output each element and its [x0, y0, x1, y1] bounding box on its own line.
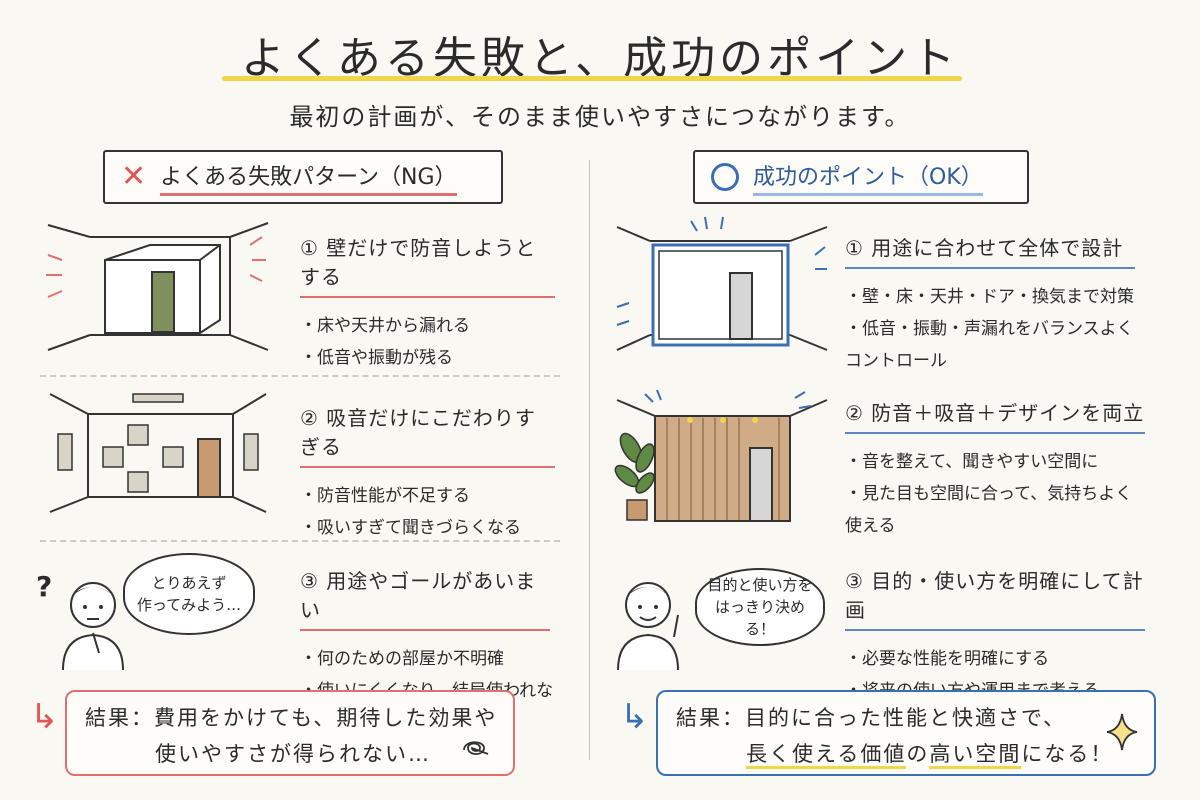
column-divider: [589, 160, 590, 760]
ok-item-1-title: ① 用途に合わせて全体で設計: [845, 232, 1135, 269]
title-underline: [222, 76, 962, 81]
ok-item-2: ② 防音＋吸音＋デザインを両立 音を整えて、聞きやすい空間に 見た目も空間に合っ…: [845, 397, 1145, 542]
sparkle-icon: [1106, 713, 1138, 751]
ng-item-1-bullet-2: 低音や振動が残る: [300, 342, 555, 374]
ok-item-2-bullet-2: 見た目も空間に合って、気持ちよく 使える: [845, 478, 1145, 542]
ng-speech-bubble: とりあえず 作ってみよう…: [123, 553, 255, 635]
ok-result-particle: の: [906, 742, 930, 766]
ng-item-2-bullet-1: 防音性能が不足する: [300, 480, 555, 512]
confused-person-illustration: [62, 582, 124, 671]
ng-heading: よくある失敗パターン（NG）: [160, 159, 457, 196]
ng-item-2-title: ② 吸音だけにこだわりすぎる: [300, 402, 555, 468]
ok-item-1-bullet-2: 低音・振動・声漏れをバランスよく コントロール: [845, 313, 1135, 377]
plant-icon: [614, 432, 655, 521]
ok-item-2-title: ② 防音＋吸音＋デザインを両立: [845, 397, 1145, 434]
ok-result-line-2: 長く使える価値の高い空間になる！: [676, 736, 1154, 772]
ng-result-box: 結果：費用をかけても、期待した効果や 使いやすさが得られない…: [65, 690, 515, 776]
ng-item-1-bullet-1: 床や天井から漏れる: [300, 310, 555, 342]
ok-item-2-bullet-1: 音を整えて、聞きやすい空間に: [845, 446, 1145, 478]
ok-result-highlight-1: 長く使える: [746, 742, 861, 769]
ok-heading-box: 成功のポイント（OK）: [693, 150, 1029, 204]
scribble-icon: [463, 741, 489, 755]
ok-result-highlight-3: 高い空間: [929, 742, 1022, 769]
ng-item-2-bullet-2: 吸いすぎて聞きづらくなる: [300, 512, 555, 544]
ok-result-box: 結果：目的に合った性能と快適さで、 長く使える価値の高い空間になる！: [656, 690, 1156, 776]
ng-item-2: ② 吸音だけにこだわりすぎる 防音性能が不足する 吸いすぎて聞きづらくなる: [300, 402, 555, 544]
cross-mark-icon: ✕: [121, 159, 147, 194]
ng-item-3-bullet-1: 何のための部屋か不明確: [300, 643, 570, 675]
circle-mark-icon: [711, 163, 739, 191]
ng-separator-2: [40, 540, 560, 542]
ng-item-1-title: ① 壁だけで防音しようとする: [300, 232, 555, 298]
ok-room-illustration-1: [616, 216, 828, 351]
ng-result-line-2: 使いやすさが得られない…: [155, 742, 431, 766]
ok-item-3-title: ③ 目的・使い方を明確にして計画: [845, 565, 1145, 631]
ok-item-1: ① 用途に合わせて全体で設計 壁・床・天井・ドア・換気まで対策 低音・振動・声漏…: [845, 232, 1135, 377]
door-icon: [151, 271, 175, 333]
ng-room-illustration-1: [46, 222, 269, 351]
question-mark: ?: [36, 570, 53, 603]
ok-item-3-bullet-1: 必要な性能を明確にする: [845, 643, 1145, 675]
page-subtitle: 最初の計画が、そのまま使いやすさにつながります。: [289, 103, 911, 131]
ok-speech-bubble: 目的と使い方を はっきり決める！: [695, 568, 825, 646]
ng-result-line-1: 結果：費用をかけても、期待した効果や: [85, 706, 498, 730]
ng-room-illustration-2: [49, 393, 267, 513]
ng-separator-1: [40, 375, 560, 377]
ok-item-3: ③ 目的・使い方を明確にして計画 必要な性能を明確にする 将来の使い方や運用まで…: [845, 565, 1145, 707]
door-icon: [197, 438, 221, 498]
door-icon: [729, 272, 753, 340]
ng-heading-box: ✕ よくある失敗パターン（NG）: [103, 150, 503, 204]
door-icon: [749, 447, 773, 522]
arrow-return-icon: ↳: [620, 697, 649, 737]
ng-item-1: ① 壁だけで防音しようとする 床や天井から漏れる 低音や振動が残る: [300, 232, 555, 374]
ok-result-line-1: 結果：目的に合った性能と快適さで、: [676, 706, 1067, 730]
ok-heading: 成功のポイント（OK）: [753, 159, 983, 196]
page-title: よくある失敗と、成功のポイント: [240, 33, 960, 84]
arrow-return-icon: ↳: [30, 697, 59, 737]
confident-person-illustration: [617, 582, 679, 671]
ng-item-3-title: ③ 用途やゴールがあいまい: [300, 565, 550, 631]
ok-room-illustration-2: [614, 389, 828, 522]
ok-result-ending: になる！: [1021, 742, 1114, 766]
ok-item-1-bullet-1: 壁・床・天井・ドア・換気まで対策: [845, 281, 1135, 313]
ok-result-highlight-2: 価値: [860, 742, 907, 769]
